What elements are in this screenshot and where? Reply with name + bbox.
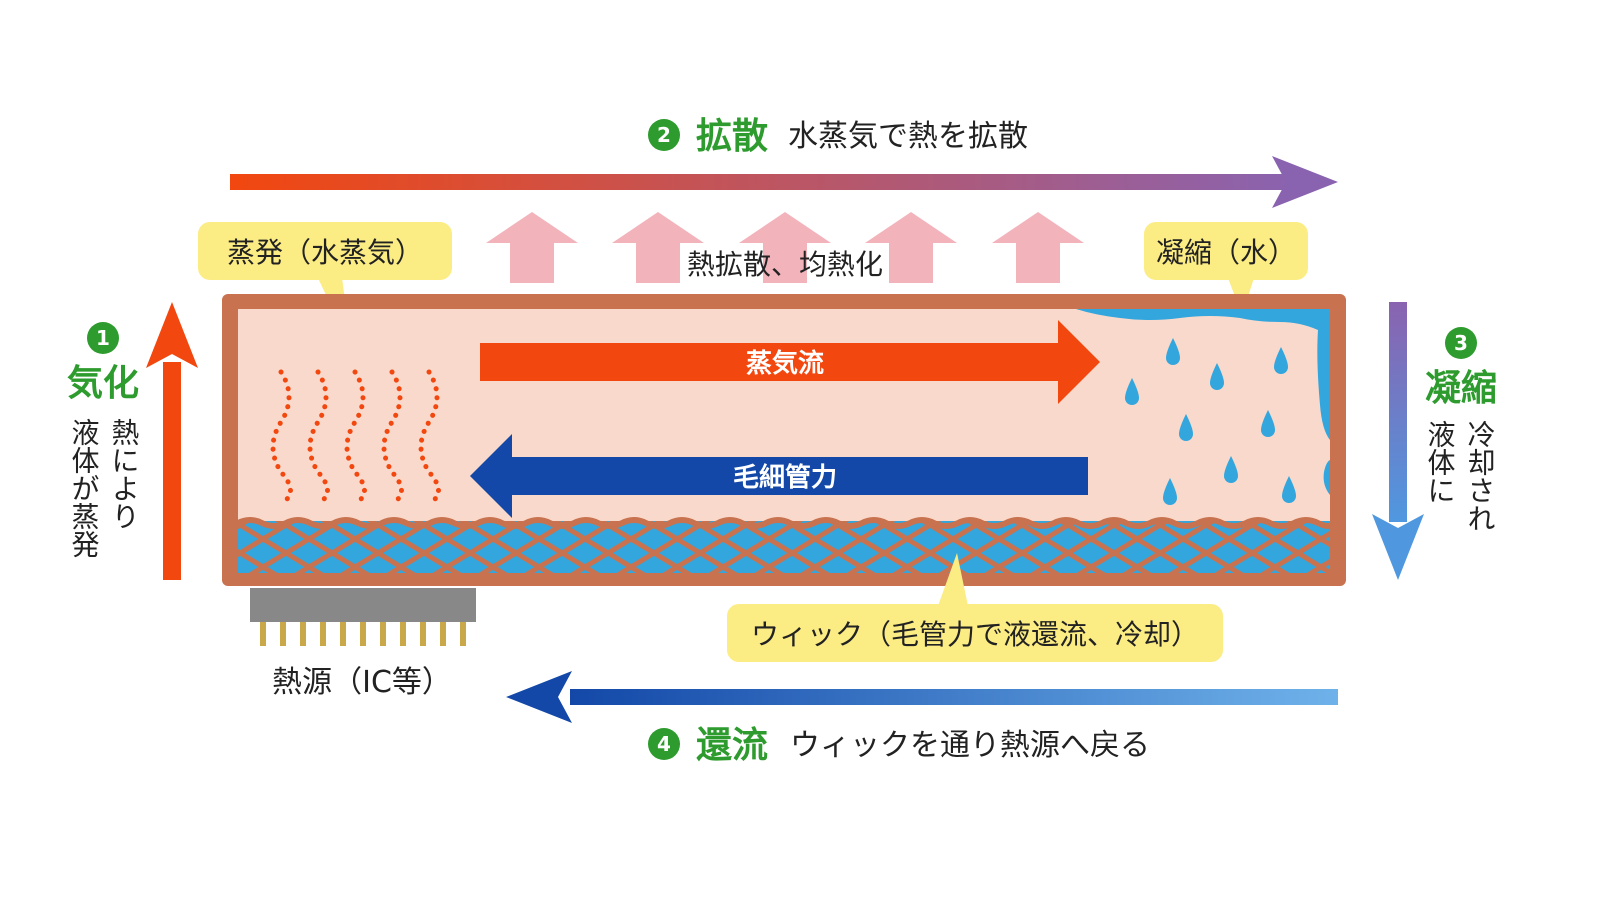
callout-condensation: 凝縮（水） <box>1144 222 1308 315</box>
step-1-heading: 1 気化 熱により 液体が蒸発 <box>67 322 141 558</box>
heat-source-label: 熱源（IC等） <box>272 665 452 700</box>
heat-up-arrow <box>865 212 957 283</box>
vapor-wave <box>381 369 404 503</box>
capillary-label: 毛細管力 <box>733 463 837 493</box>
wick-top-edge <box>236 517 1333 529</box>
step-2-number: 2 <box>657 123 671 147</box>
return-arrow <box>506 671 1338 723</box>
capillary-arrow: 毛細管力 <box>470 434 1088 518</box>
vapor-wave <box>418 369 441 503</box>
step-1-description-col2: 液体が蒸発 <box>68 418 101 558</box>
heat-pipe <box>222 294 1346 586</box>
heat-up-arrow <box>486 212 578 283</box>
heat-source-chip <box>250 588 476 646</box>
step-2-description: 水蒸気で熱を拡散 <box>788 119 1028 154</box>
callout-evaporation-text: 蒸発（水蒸気） <box>227 236 423 269</box>
water-droplet <box>1274 347 1288 374</box>
step-3-description-col2: 液体に <box>1424 420 1457 504</box>
heat-spread-label: 熱拡散、均熱化 <box>687 248 883 281</box>
step-2-title: 拡散 <box>696 116 768 157</box>
step-4-title: 還流 <box>696 725 768 766</box>
step-3-number: 3 <box>1454 331 1468 355</box>
callout-wick-text: ウィック（毛管力で液還流、冷却） <box>751 618 1199 651</box>
step-3-description-col1: 冷却され <box>1464 420 1497 532</box>
step-4-description: ウィックを通り熱源へ戻る <box>790 728 1150 763</box>
water-droplet <box>1166 338 1180 365</box>
water-droplet <box>1261 410 1275 437</box>
vapor-flow-arrow: 蒸気流 <box>480 320 1100 404</box>
vapor-waves <box>270 369 441 503</box>
step-3-badge <box>1445 327 1477 359</box>
vapor-wave <box>307 369 330 503</box>
vapor-flow-label: 蒸気流 <box>746 348 824 379</box>
vapor-wave <box>270 369 293 503</box>
condensation-arrow <box>1372 302 1424 580</box>
water-droplet <box>1163 478 1177 505</box>
condensed-water-right <box>1323 460 1330 495</box>
step-2-heading: 2 拡散 水蒸気で熱を拡散 <box>648 116 1028 157</box>
water-droplet <box>1210 363 1224 390</box>
water-droplet <box>1282 476 1296 503</box>
step-1-badge <box>87 322 119 354</box>
step-1-title: 気化 <box>67 363 139 404</box>
condensed-water <box>1076 309 1330 440</box>
step-4-number: 4 <box>657 732 671 756</box>
ic-pins <box>260 622 466 646</box>
step-4-badge <box>648 728 680 760</box>
step-2-badge <box>648 119 680 151</box>
heat-up-arrow <box>612 212 704 283</box>
step-3-title: 凝縮 <box>1425 368 1497 409</box>
heat-up-arrow <box>992 212 1084 283</box>
water-droplet <box>1224 456 1238 483</box>
vaporization-arrow <box>146 302 198 580</box>
heat-up-arrow <box>739 212 831 283</box>
step-1-description-col1: 熱により <box>108 418 141 530</box>
water-droplet <box>1125 378 1139 405</box>
callout-condensation-text: 凝縮（水） <box>1156 236 1296 269</box>
callout-wick: ウィック（毛管力で液還流、冷却） <box>727 553 1223 662</box>
diffusion-arrow <box>230 156 1338 208</box>
water-droplets <box>1125 338 1296 505</box>
ic-body <box>250 588 476 622</box>
vapor-wave <box>344 369 367 503</box>
heat-up-arrows <box>486 212 1084 283</box>
step-1-number: 1 <box>96 326 110 350</box>
water-droplet <box>1179 414 1193 441</box>
wick-layer <box>238 521 1330 573</box>
step-4-heading: 4 還流 ウィックを通り熱源へ戻る <box>648 725 1150 766</box>
step-3-heading: 3 凝縮 冷却され 液体に <box>1424 327 1497 532</box>
